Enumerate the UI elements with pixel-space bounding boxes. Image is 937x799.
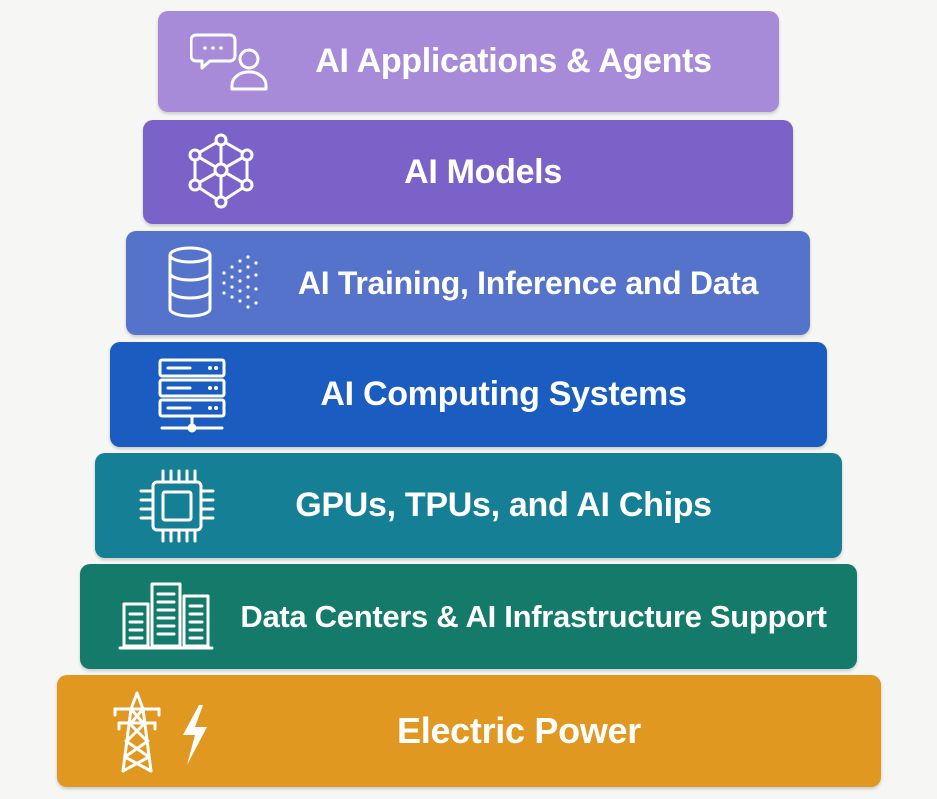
layer-label: GPUs, TPUs, and AI Chips [295, 486, 712, 524]
layer-electric-power: Electric Power [57, 675, 881, 787]
layer-label: Data Centers & AI Infrastructure Support [240, 598, 827, 634]
layer-label: AI Training, Inference and Data [297, 264, 759, 301]
buildings-icon [118, 580, 214, 652]
layer-label: AI Models [404, 152, 562, 191]
layer-ai-computing-systems: AI Computing Systems [110, 342, 827, 447]
layer-data-centers-infrastructure: Data Centers & AI Infrastructure Support [80, 564, 857, 669]
layer-label: AI Applications & Agents [315, 42, 712, 80]
server-rack-icon [154, 356, 230, 434]
chat-user-icon [190, 31, 272, 93]
layer-label: Electric Power [397, 710, 641, 751]
layer-gpus-tpus-ai-chips: GPUs, TPUs, and AI Chips [95, 453, 842, 558]
chip-icon [137, 467, 217, 545]
neural-network-icon [181, 132, 261, 212]
layer-label: AI Computing Systems [320, 375, 687, 413]
database-icon [166, 245, 266, 321]
layer-ai-applications-agents: AI Applications & Agents [158, 11, 779, 112]
layer-ai-training-inference-data: AI Training, Inference and Data [126, 231, 810, 335]
power-tower-lightning-icon [107, 689, 215, 775]
layer-ai-models: AI Models [143, 120, 793, 224]
